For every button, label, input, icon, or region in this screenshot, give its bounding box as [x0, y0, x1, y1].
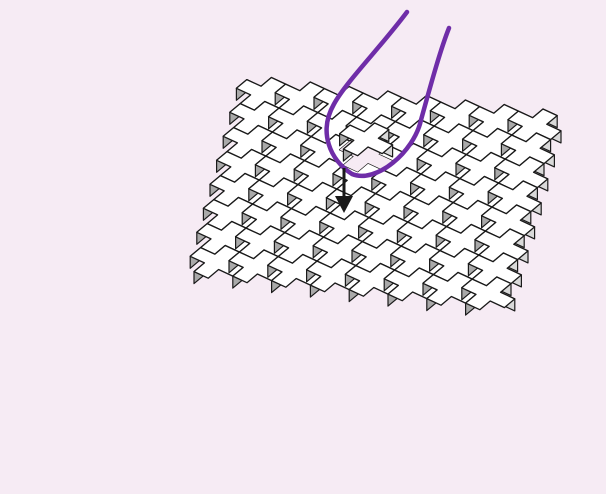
tile-grid	[190, 78, 561, 316]
